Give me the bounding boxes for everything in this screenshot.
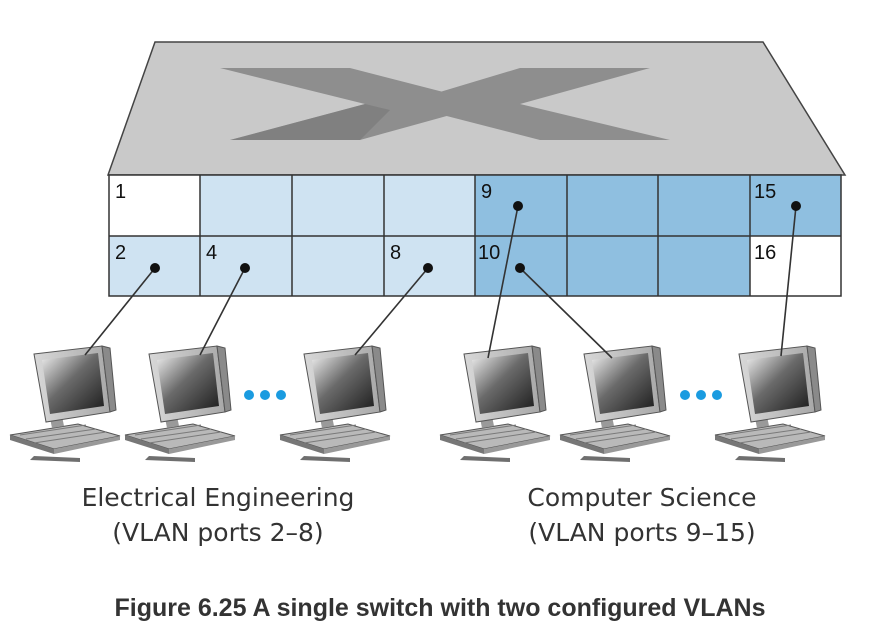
port-cell-14 — [658, 236, 750, 296]
port-cell-1 — [109, 175, 200, 236]
cable-port-9 — [487, 205, 519, 359]
switch-fabric-icon — [220, 68, 670, 140]
port-label-15: 15 — [754, 181, 776, 203]
port-label-4: 4 — [206, 242, 217, 264]
cs-computer-3 — [714, 345, 826, 463]
ee-computer-3 — [279, 345, 391, 463]
port-label-2: 2 — [115, 242, 126, 264]
cables — [84, 205, 797, 359]
port-dot-9 — [513, 201, 523, 211]
port-dots — [150, 201, 801, 273]
cs-group-ports: (VLAN ports 9–15) — [528, 518, 755, 547]
port-dot-4 — [240, 263, 250, 273]
cs-computer-2 — [559, 345, 671, 463]
cable-port-8 — [354, 267, 429, 356]
ee-group-ports: (VLAN ports 2–8) — [112, 518, 323, 547]
ellipsis-dots-icon-2 — [680, 390, 722, 400]
cable-port-2 — [84, 267, 156, 356]
port-cell-6 — [292, 236, 384, 296]
ellipsis-dots-icon — [244, 390, 286, 400]
port-label-10: 10 — [478, 242, 500, 264]
port-label-9: 9 — [481, 181, 492, 203]
port-dot-2 — [150, 263, 160, 273]
cs-computer-1 — [439, 345, 551, 463]
ee-group-label: Electrical Engineering — [82, 483, 355, 512]
cs-group-label: Computer Science — [527, 483, 756, 512]
port-cell-3 — [200, 175, 292, 236]
ee-computer-2 — [124, 345, 236, 463]
port-dot-15 — [791, 201, 801, 211]
port-cell-11 — [567, 175, 658, 236]
port-cell-5 — [292, 175, 384, 236]
cable-port-10 — [519, 267, 613, 359]
port-cell-12 — [567, 236, 658, 296]
port-label-8: 8 — [390, 242, 401, 264]
port-cell-7 — [384, 175, 475, 236]
cable-port-15 — [780, 205, 797, 357]
port-label-16: 16 — [754, 242, 776, 264]
cable-port-4 — [199, 267, 246, 356]
port-label-1: 1 — [115, 181, 126, 203]
ee-computer-1 — [9, 345, 121, 463]
port-cell-13 — [658, 175, 750, 236]
figure-caption: Figure 6.25 A single switch with two con… — [114, 594, 765, 622]
port-grid — [108, 174, 842, 297]
port-dot-10 — [515, 263, 525, 273]
port-cell-16 — [750, 236, 841, 296]
port-dot-8 — [423, 263, 433, 273]
